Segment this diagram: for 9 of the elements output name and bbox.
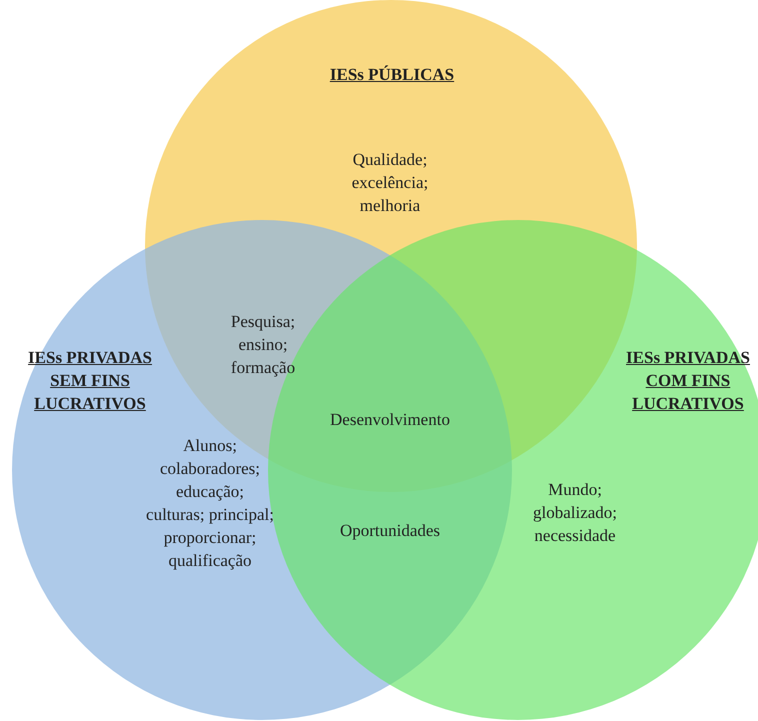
keyword-list: Oportunidades (305, 519, 475, 542)
keyword-list: Qualidade; excelência; melhoria (330, 148, 450, 217)
keyword-list: Alunos; colaboradores; educação; culturas; principal; proporcionar; qualificação (145, 434, 275, 572)
keyword-list: Mundo; globalizado; necessidade (515, 478, 635, 547)
keyword-list: Desenvolvimento (305, 408, 475, 431)
group-heading: IESs PRIVADAS SEM FINS LUCRATIVOS (27, 347, 153, 415)
group-heading: IESs PRIVADAS COM FINS LUCRATIVOS (625, 347, 751, 415)
group-heading: IESs PÚBLICAS (328, 64, 456, 86)
keyword-list: Pesquisa; ensino; formação (213, 310, 313, 379)
